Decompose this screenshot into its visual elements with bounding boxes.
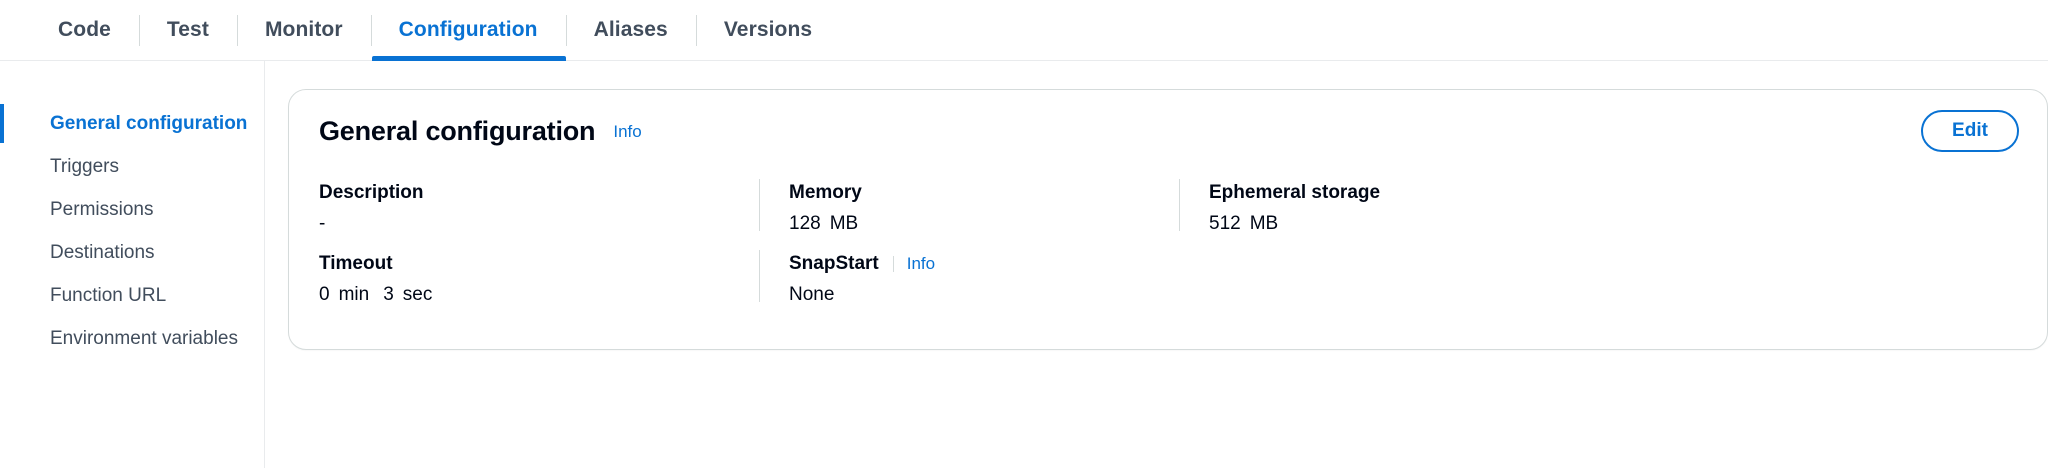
field-value: - — [319, 213, 759, 235]
edit-button[interactable]: Edit — [1921, 110, 2019, 152]
sidebar-item-general-configuration[interactable]: General configuration — [0, 102, 264, 145]
configuration-content: General configuration Triggers Permissio… — [0, 61, 2048, 468]
card-header: General configuration Info — [319, 116, 2017, 147]
field-label-row: Memory — [789, 182, 1179, 204]
ephemeral-storage-value: 512 — [1209, 213, 1241, 234]
tab-code[interactable]: Code — [30, 0, 139, 61]
sidebar-item-label: Environment variables — [50, 327, 238, 349]
snapstart-info-link[interactable]: Info — [892, 254, 935, 274]
tab-label: Test — [166, 18, 209, 41]
page-title: General configuration — [319, 116, 596, 146]
general-configuration-panel: General configuration Info Edit Descript… — [265, 61, 2048, 350]
tab-label: Monitor — [264, 18, 343, 41]
sidebar-item-permissions[interactable]: Permissions — [0, 188, 264, 231]
field-label-row: Timeout — [319, 253, 759, 275]
tab-test[interactable]: Test — [138, 0, 237, 61]
field-label-row: Description — [319, 182, 759, 204]
sidebar-item-destinations[interactable]: Destinations — [0, 231, 264, 274]
sidebar-item-triggers[interactable]: Triggers — [0, 145, 264, 188]
field-label: Description — [319, 182, 424, 203]
configuration-field-grid: Description - Memory 128 MB — [319, 173, 2017, 315]
field-memory: Memory 128 MB — [759, 173, 1179, 244]
general-configuration-info-link[interactable]: Info — [613, 121, 642, 141]
ephemeral-storage-unit: MB — [1249, 213, 1279, 234]
description-value: - — [319, 213, 326, 234]
sidebar-item-label: Permissions — [50, 198, 154, 220]
timeout-minutes-unit: min — [338, 284, 370, 305]
field-placeholder — [1179, 244, 2017, 315]
field-label-row: SnapStart Info — [789, 253, 1179, 275]
field-label: Timeout — [319, 253, 393, 274]
tab-configuration[interactable]: Configuration — [370, 0, 566, 61]
tab-label: Configuration — [398, 18, 538, 41]
field-snapstart: SnapStart Info None — [759, 244, 1179, 315]
sidebar-item-environment-variables[interactable]: Environment variables — [0, 317, 264, 360]
field-value: None — [789, 284, 1179, 306]
timeout-minutes: 0 — [319, 284, 330, 305]
field-label: SnapStart — [789, 253, 879, 274]
field-value: 0 min 3 sec — [319, 284, 759, 306]
timeout-seconds: 3 — [383, 284, 394, 305]
sidebar-item-label: Destinations — [50, 241, 155, 263]
sidebar-item-label: Function URL — [50, 284, 167, 306]
tab-label: Code — [58, 18, 111, 41]
tab-versions[interactable]: Versions — [695, 0, 840, 61]
tab-aliases[interactable]: Aliases — [565, 0, 696, 61]
field-label: Memory — [789, 182, 862, 203]
sidebar-item-label: General configuration — [50, 112, 248, 134]
general-configuration-card: General configuration Info Edit Descript… — [288, 89, 2048, 350]
field-value: 512 MB — [1209, 213, 2017, 235]
timeout-seconds-unit: sec — [402, 284, 433, 305]
tab-label: Versions — [723, 18, 813, 41]
field-timeout: Timeout 0 min 3 sec — [319, 244, 759, 315]
configuration-sidebar: General configuration Triggers Permissio… — [0, 61, 265, 468]
field-label-row: Ephemeral storage — [1209, 182, 2017, 204]
sidebar-item-label: Triggers — [50, 155, 119, 177]
memory-value: 128 — [789, 213, 821, 234]
field-value: 128 MB — [789, 213, 1179, 235]
field-description: Description - — [319, 173, 759, 244]
function-tabs: Code Test Monitor Configuration Aliases … — [0, 0, 2048, 61]
snapstart-value: None — [789, 284, 835, 305]
sidebar-item-function-url[interactable]: Function URL — [0, 274, 264, 317]
memory-unit: MB — [829, 213, 859, 234]
tab-monitor[interactable]: Monitor — [236, 0, 371, 61]
field-ephemeral-storage: Ephemeral storage 512 MB — [1179, 173, 2017, 244]
tab-label: Aliases — [593, 18, 668, 41]
field-label: Ephemeral storage — [1209, 182, 1381, 203]
